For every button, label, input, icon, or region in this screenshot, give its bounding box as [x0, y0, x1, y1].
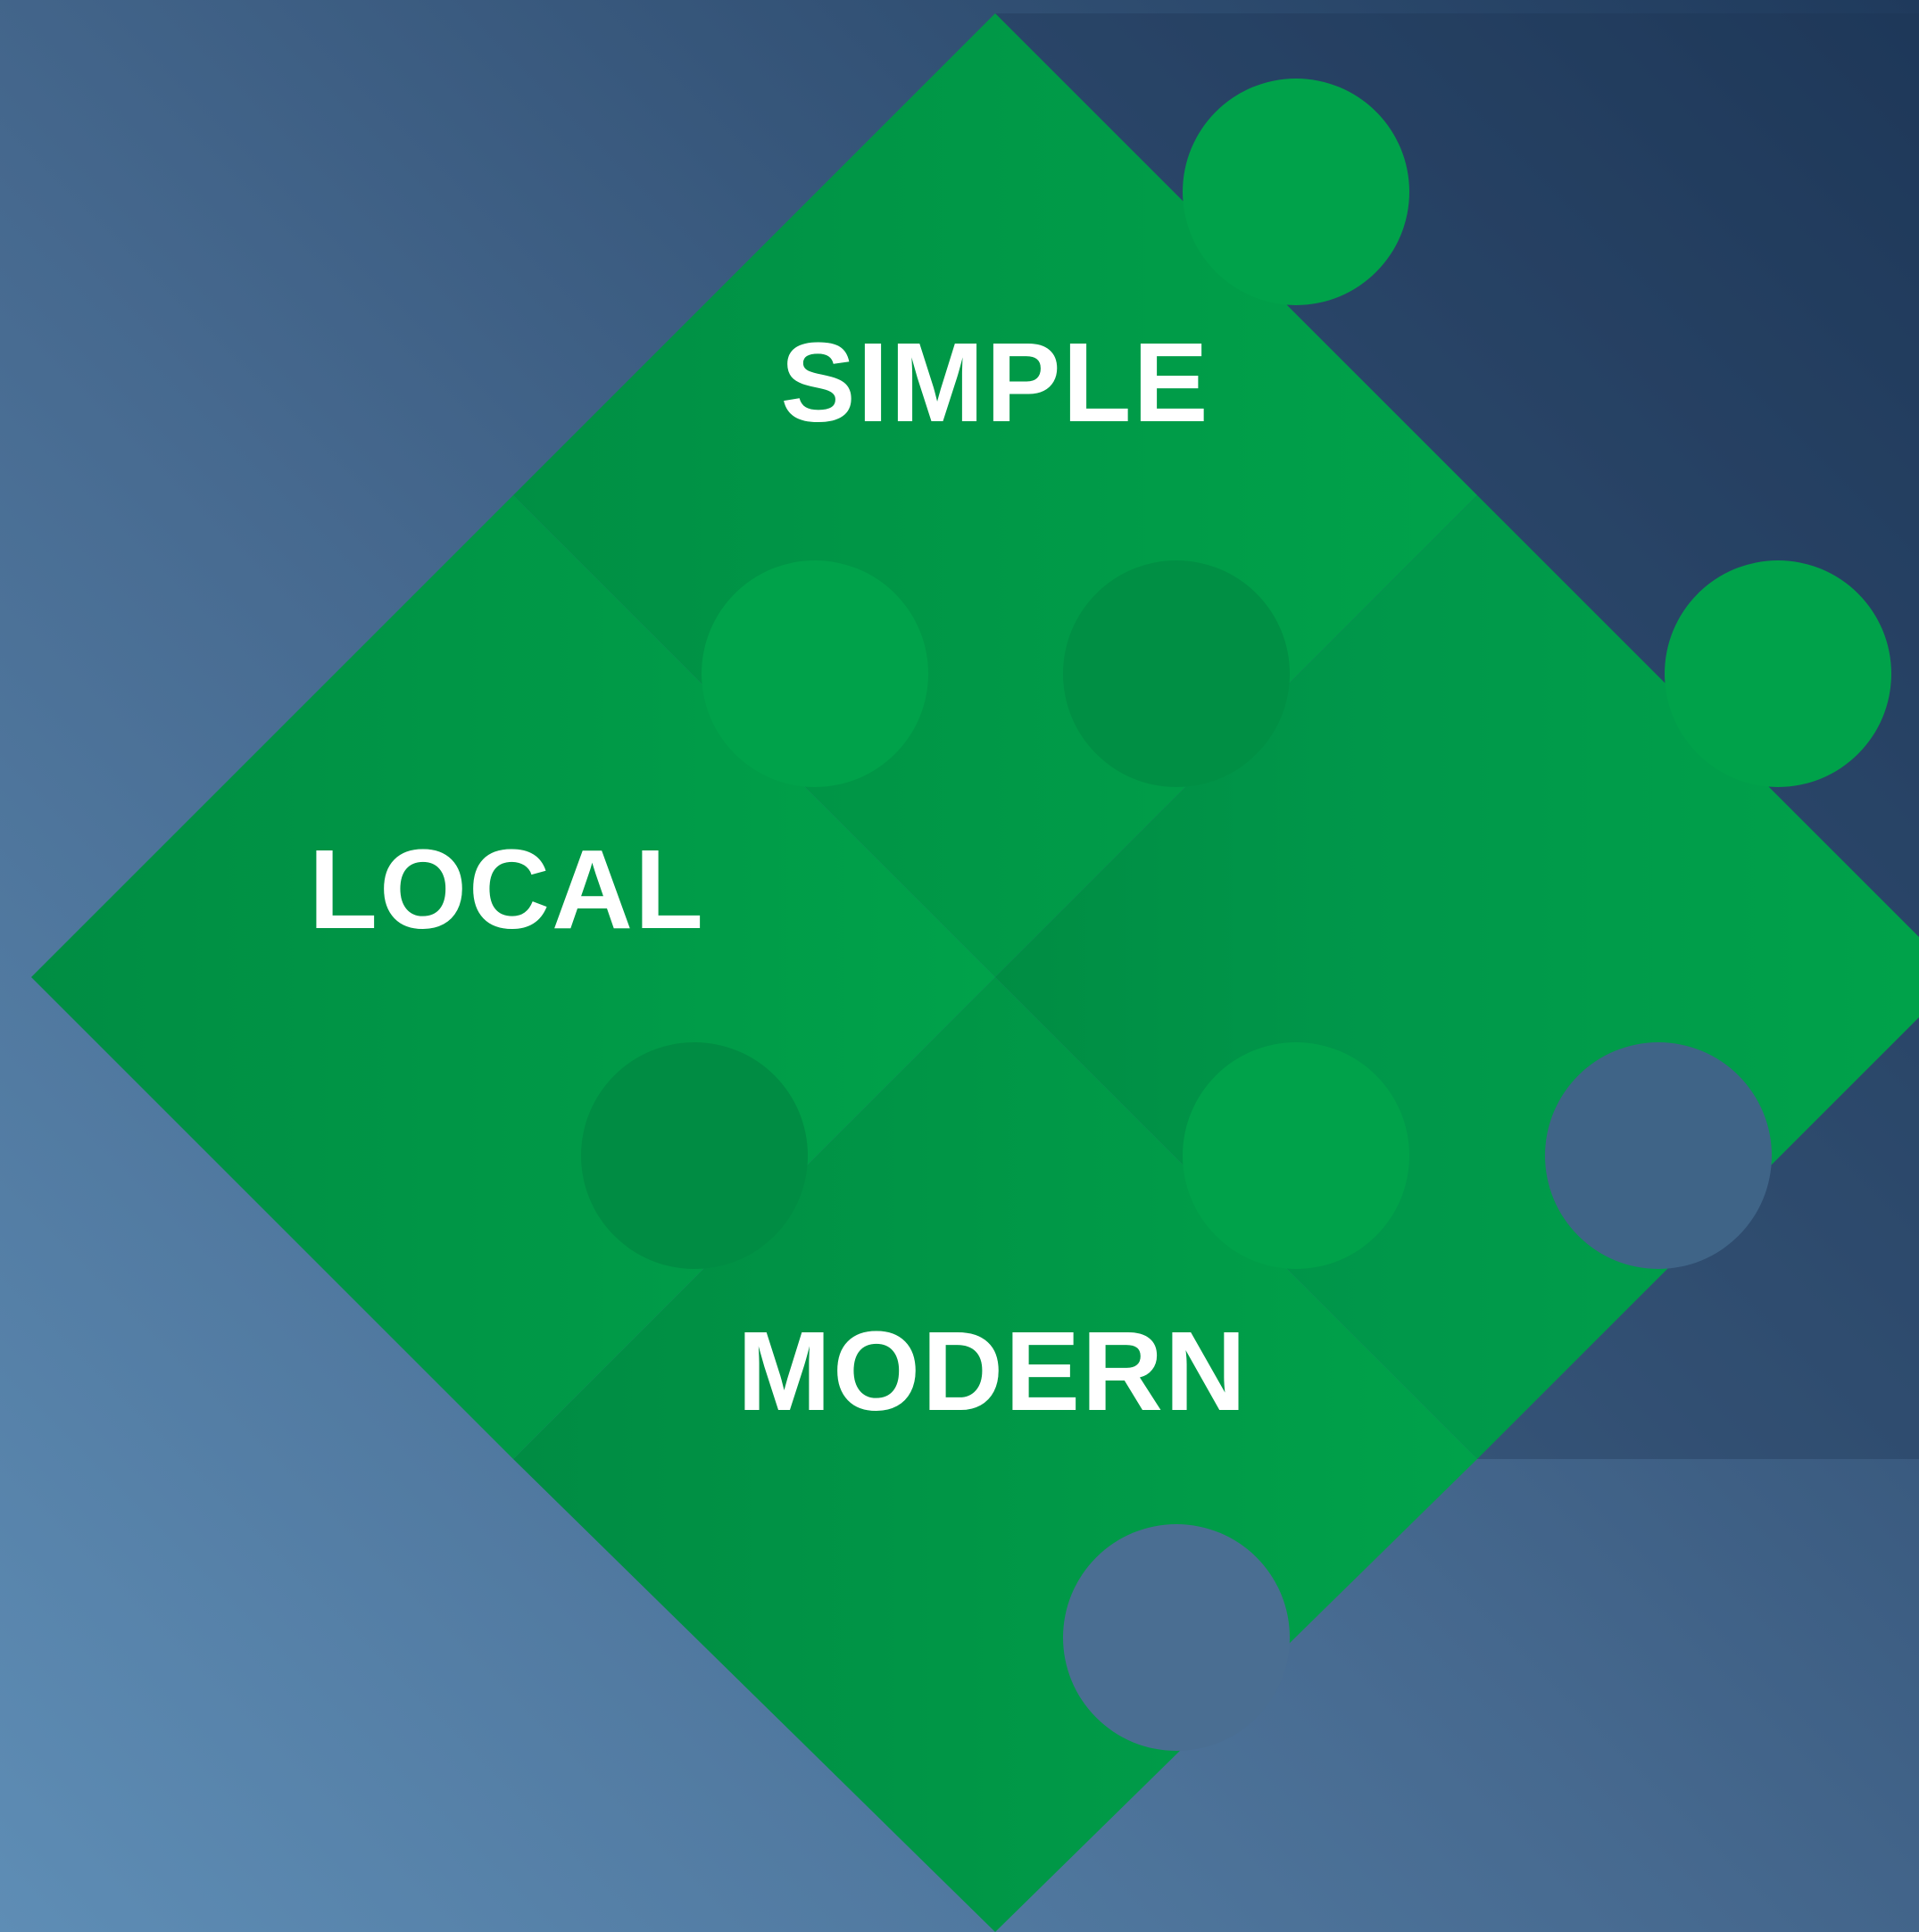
label-modern: MODERN	[737, 1308, 1248, 1434]
puzzle-piece-bottom	[513, 977, 1477, 1932]
label-simple: SIMPLE	[780, 319, 1209, 445]
puzzle-piece-right	[995, 495, 1919, 1459]
label-local: LOCAL	[309, 826, 705, 952]
